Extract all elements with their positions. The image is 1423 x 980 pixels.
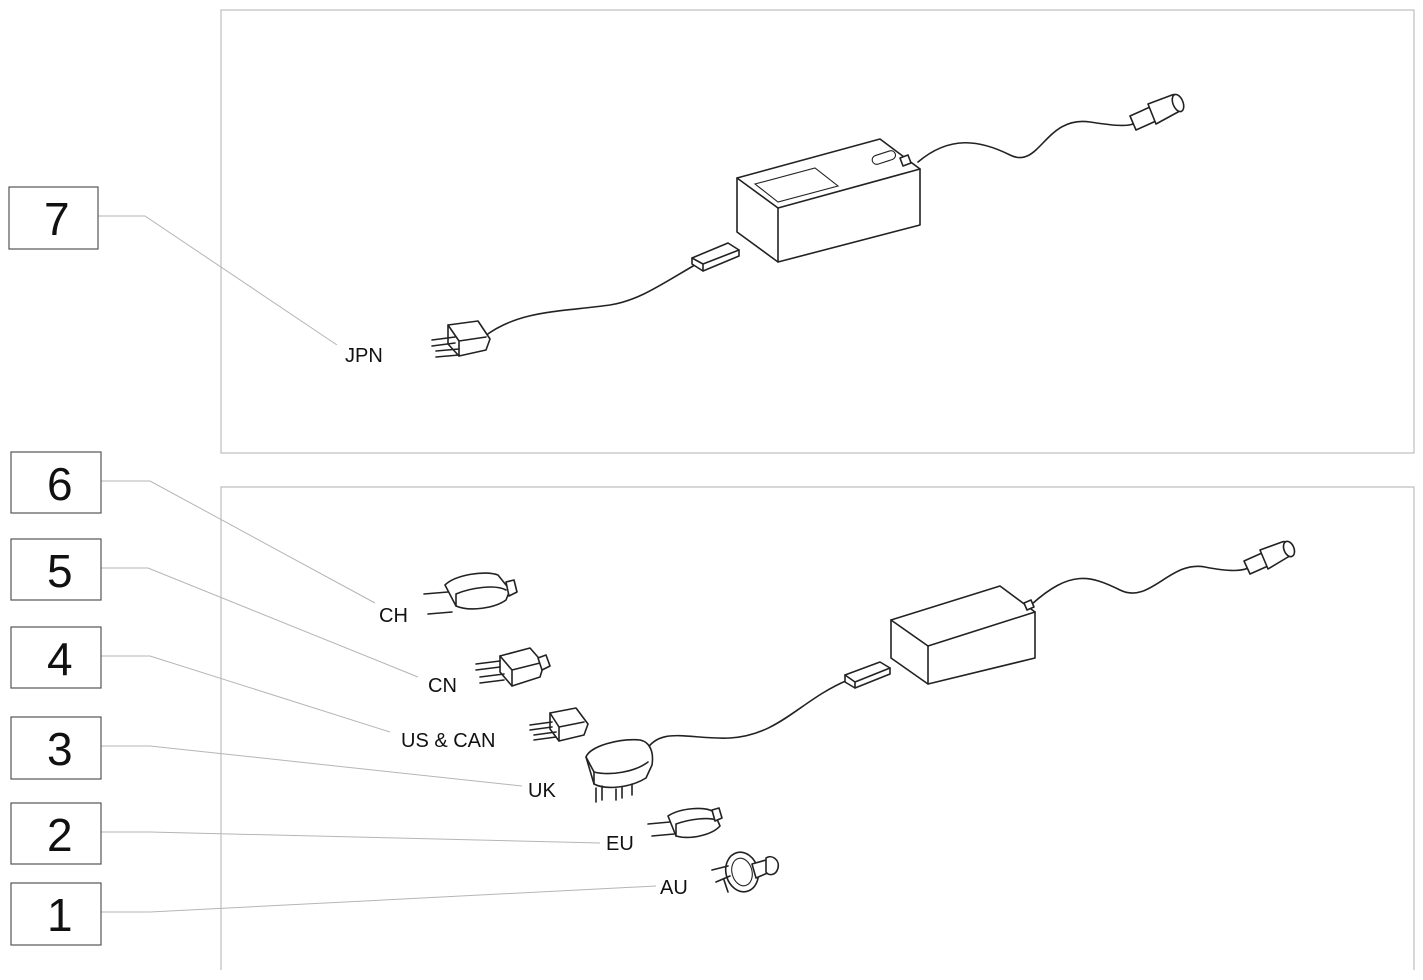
callout-box-1	[10, 882, 102, 946]
charger-box-icon	[736, 138, 921, 263]
callout-number-3: 3	[47, 723, 73, 775]
callout-box-6	[10, 451, 102, 514]
ch-plug-icon	[423, 572, 518, 615]
inline-connector-icon	[691, 242, 740, 272]
plug-label-ch: CH	[379, 605, 408, 627]
callout-number-6: 6	[47, 458, 73, 510]
plug-label-cn: CN	[428, 675, 457, 697]
callout-box-5	[10, 538, 102, 601]
plug-label-jpn: JPN	[345, 345, 383, 367]
jpn-plug-icon	[431, 320, 491, 358]
callout-number-5: 5	[47, 545, 73, 597]
charger-box-icon	[890, 585, 1036, 685]
top-panel-frame	[220, 9, 1415, 454]
callout-box-2	[10, 802, 102, 865]
dc-connector-icon	[1243, 540, 1296, 575]
eu-plug-icon	[647, 807, 723, 839]
callout-number-4: 4	[47, 633, 73, 685]
bottom-panel-frame	[220, 486, 1415, 970]
plug-label-uk: UK	[528, 780, 556, 802]
inline-connector-icon	[844, 661, 891, 689]
plug-label-eu: EU	[606, 833, 634, 855]
callout-number-1: 1	[47, 889, 73, 941]
callout-number-2: 2	[47, 809, 73, 861]
callout-box-4	[10, 626, 102, 689]
cn-plug-icon	[475, 647, 551, 687]
leader-lines	[98, 215, 657, 913]
au-plug-icon	[711, 851, 780, 893]
us-can-plug-icon	[529, 707, 589, 742]
plug-label-us-can: US & CAN	[401, 730, 495, 752]
uk-plug-icon	[585, 738, 654, 803]
callout-box-7	[8, 186, 99, 250]
plug-label-au: AU	[660, 877, 688, 899]
top-charger-assembly	[431, 93, 1185, 358]
callout-number-7: 7	[44, 193, 70, 245]
callout-box-3	[10, 716, 102, 780]
bottom-charger-assembly	[423, 540, 1296, 893]
dc-connector-icon	[1129, 93, 1185, 131]
